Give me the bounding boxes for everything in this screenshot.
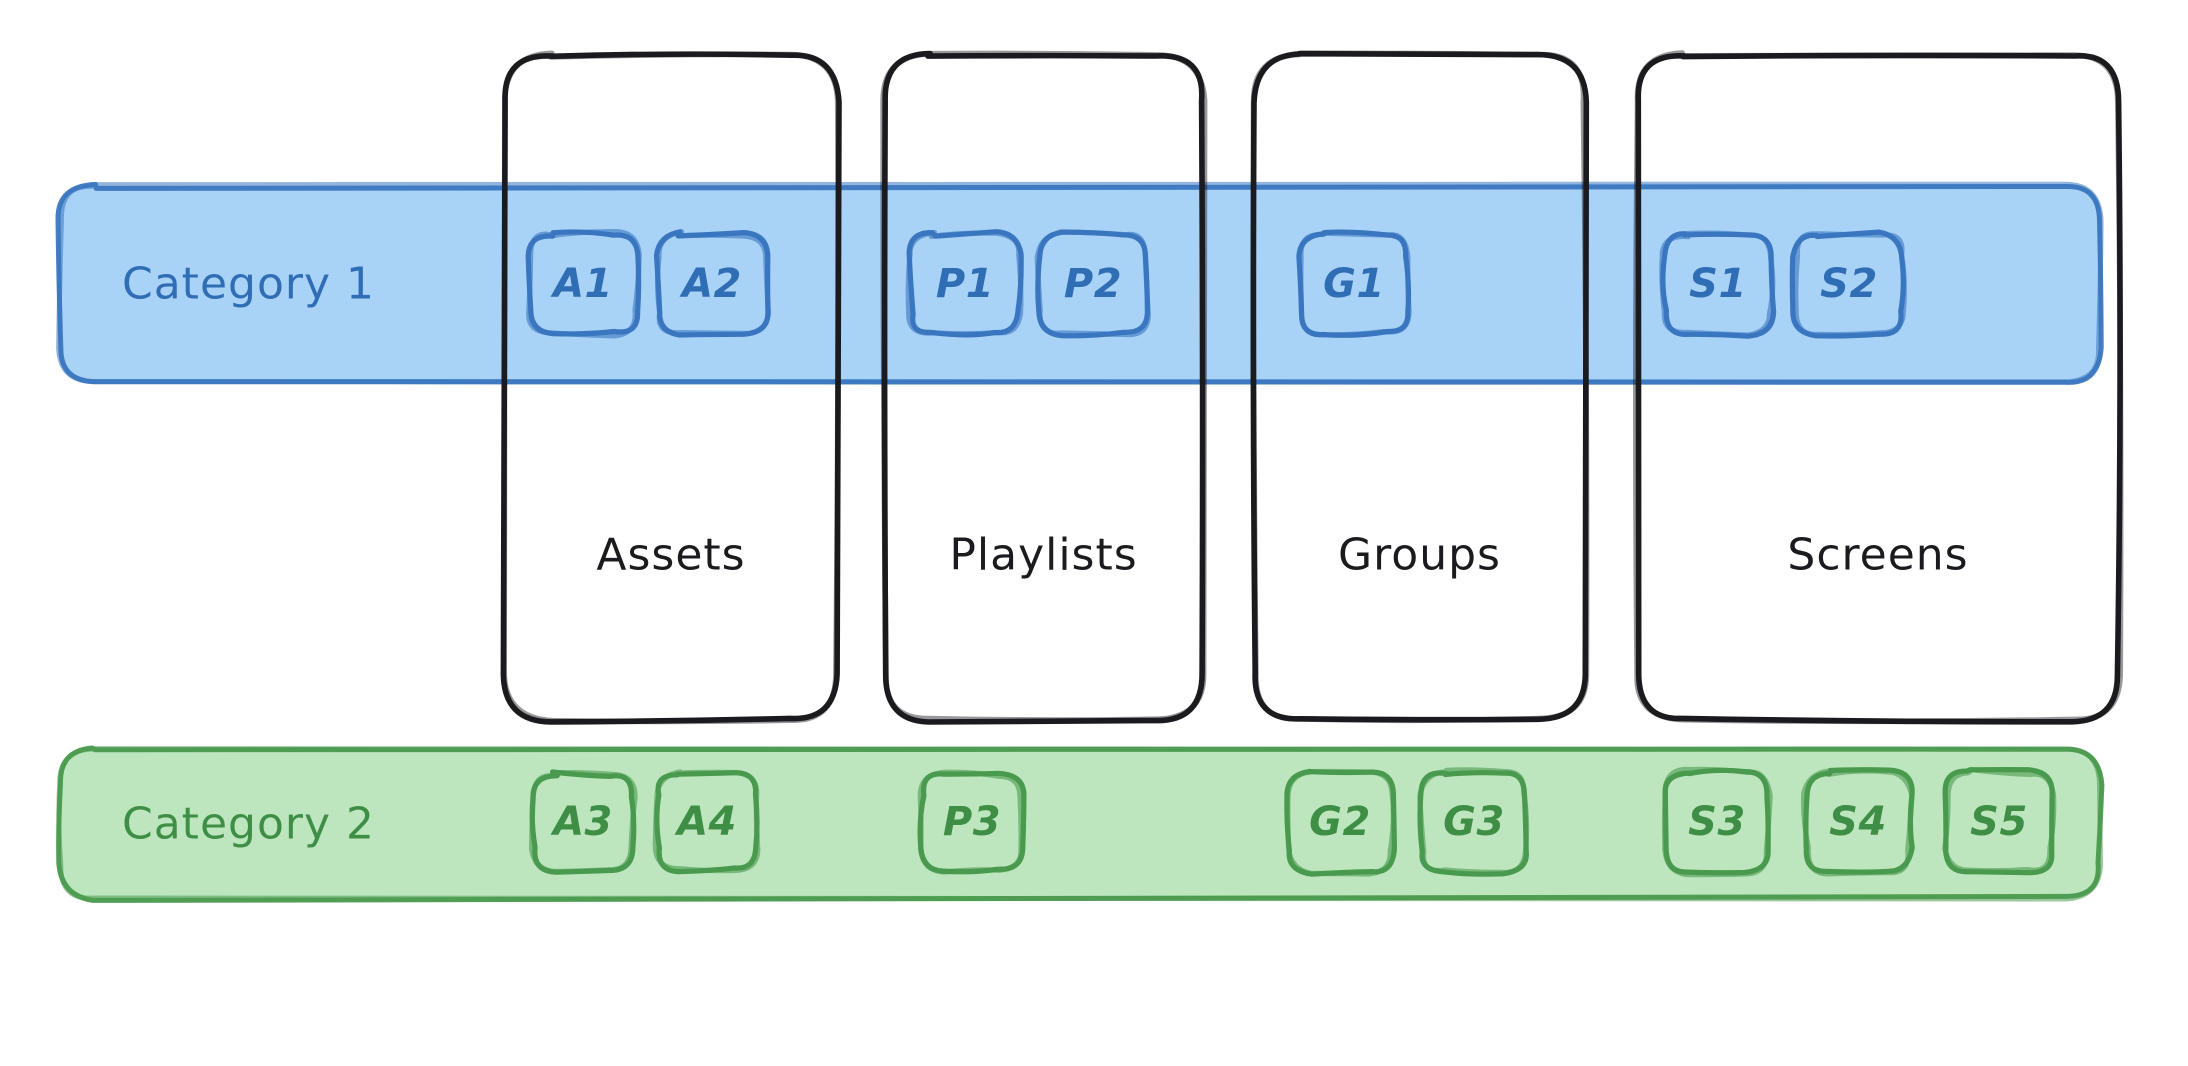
chip-s3[interactable] <box>1661 766 1773 878</box>
chip-label-s5: S5 <box>1970 799 2028 845</box>
chip-label-p3: P3 <box>942 799 1002 845</box>
chip-p1[interactable] <box>905 229 1024 338</box>
chip-a2[interactable] <box>653 228 772 338</box>
chip-outline <box>529 769 638 875</box>
chip-label-g1: G1 <box>1323 261 1385 307</box>
band-fill <box>58 748 2102 899</box>
band-outline <box>56 745 2103 902</box>
column-groups[interactable] <box>1250 50 1590 724</box>
chip-g1[interactable] <box>1296 229 1412 338</box>
chip-outline <box>1793 231 1907 338</box>
chip-s1[interactable] <box>1659 230 1777 339</box>
chip-label-s1: S1 <box>1689 261 1747 307</box>
chip-s2[interactable] <box>1789 229 1907 339</box>
column-label-groups: Groups <box>1338 529 1501 581</box>
chip-a1[interactable] <box>525 228 642 339</box>
column-outline <box>501 50 841 725</box>
chip-s5[interactable] <box>1942 766 2057 876</box>
column-label-screens: Screens <box>1787 529 1969 581</box>
column-label-playlists: Playlists <box>949 529 1138 581</box>
chip-a3[interactable] <box>529 769 638 875</box>
chip-label-a3: A3 <box>553 799 613 845</box>
chip-label-p1: P1 <box>935 261 995 307</box>
chip-outline <box>1298 230 1412 338</box>
column-screens[interactable] <box>1633 50 2124 725</box>
column-outline <box>500 51 842 725</box>
chip-outline <box>1285 768 1397 877</box>
column-playlists[interactable] <box>880 50 1208 725</box>
chip-p2[interactable] <box>1034 229 1151 339</box>
chip-a4[interactable] <box>652 769 761 875</box>
chip-outline <box>1942 766 2057 874</box>
chip-s4[interactable] <box>1800 767 1915 877</box>
chip-outline <box>526 228 642 339</box>
chip-g3[interactable] <box>1417 767 1530 877</box>
chip-outline <box>1800 768 1915 877</box>
chip-label-g3: G3 <box>1443 799 1505 845</box>
category-band-category2[interactable] <box>56 745 2105 903</box>
chip-outline <box>905 229 1024 337</box>
chip-label-a1: A1 <box>553 261 613 307</box>
column-assets[interactable] <box>500 50 842 725</box>
band-label-category1: Category 1 <box>122 258 375 310</box>
band-outline <box>56 181 2104 385</box>
column-outline <box>1633 50 2124 725</box>
chip-outline <box>1661 766 1773 878</box>
column-outline <box>880 50 1208 723</box>
chip-outline <box>1034 229 1151 338</box>
chip-label-a2: A2 <box>682 261 742 307</box>
chip-label-s2: S2 <box>1820 261 1878 307</box>
chip-g2[interactable] <box>1284 768 1397 877</box>
column-outline <box>881 50 1206 725</box>
chip-label-s3: S3 <box>1688 799 1746 845</box>
chip-outline <box>652 769 761 874</box>
chip-outline <box>654 228 772 337</box>
chip-label-g2: G2 <box>1309 799 1371 845</box>
band-label-category2: Category 2 <box>122 798 375 850</box>
column-outline <box>1250 50 1590 723</box>
chip-p3[interactable] <box>917 769 1027 875</box>
column-outline <box>1250 50 1590 724</box>
chip-label-s4: S4 <box>1829 799 1887 845</box>
chip-label-p2: P2 <box>1063 261 1123 307</box>
column-outline <box>1635 52 2123 725</box>
chip-outline <box>917 769 1024 875</box>
chip-label-a4: A4 <box>677 799 737 845</box>
chip-outline <box>1417 767 1530 875</box>
chip-outline <box>1659 230 1776 338</box>
column-label-assets: Assets <box>596 529 746 581</box>
